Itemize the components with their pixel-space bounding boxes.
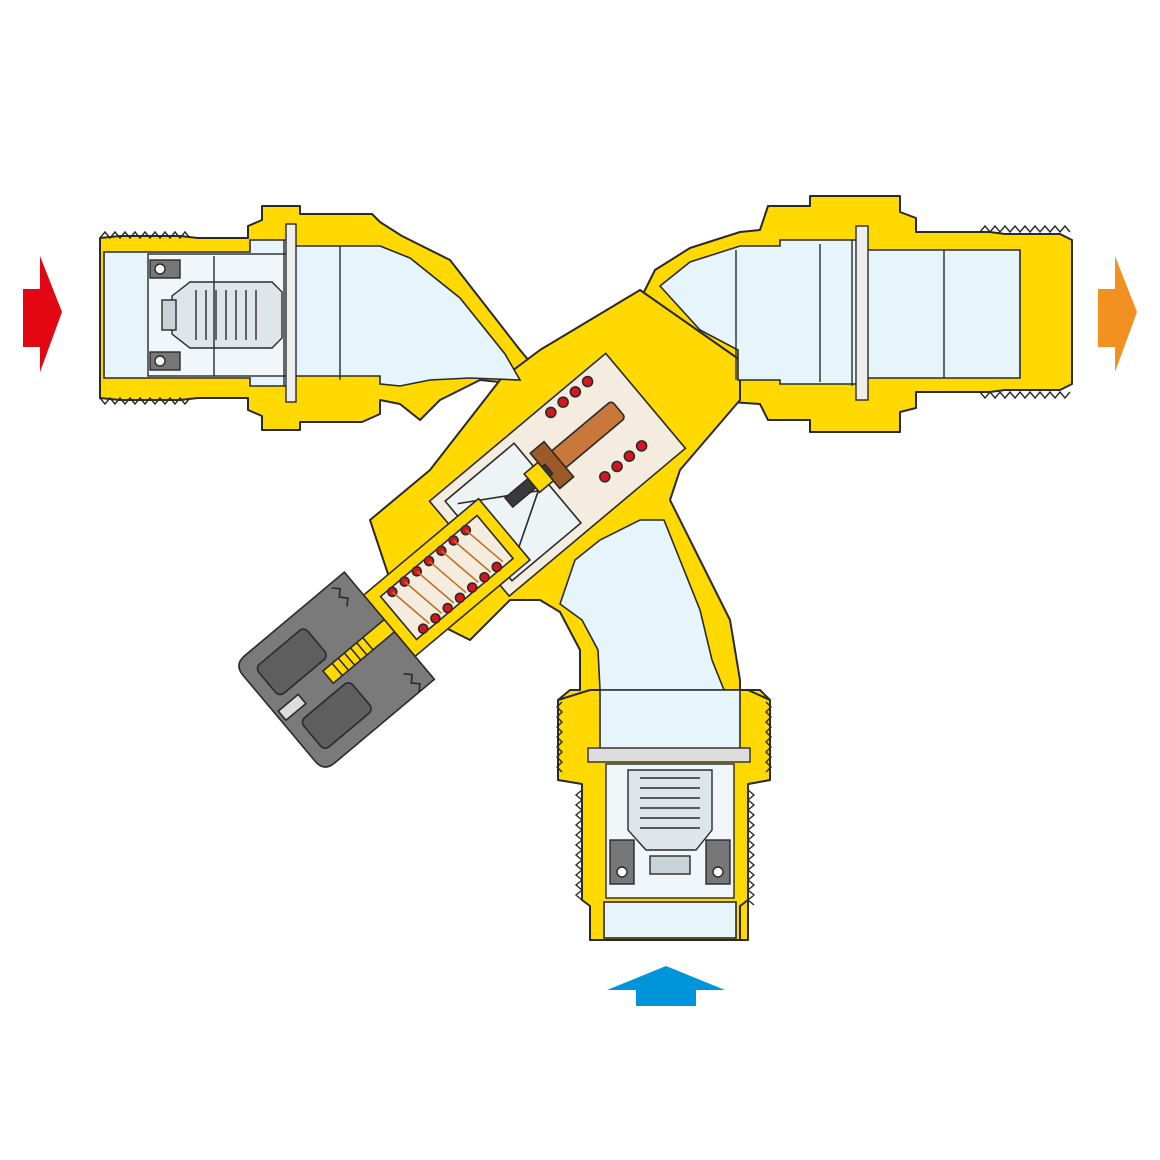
left-check-poppet <box>171 281 283 349</box>
knob-screw-thread <box>331 637 374 677</box>
bottom-check-poppet <box>627 769 713 851</box>
bottom-upper-thread-right <box>765 701 772 773</box>
left-union-gasket <box>285 223 297 403</box>
bottom-check-spring <box>640 777 700 829</box>
cartridge-piston-collar <box>523 461 555 494</box>
left-thread-bottom <box>99 396 191 406</box>
cold-water-channel <box>559 519 726 691</box>
upper-spring-coils <box>545 375 648 483</box>
mixed-outlet-arrow <box>1098 256 1137 372</box>
knob-grip-lower <box>301 682 372 749</box>
right-water-channel <box>658 239 1021 385</box>
knob-thread <box>331 587 421 693</box>
knob-screw <box>321 618 396 685</box>
bottom-check-oring-right <box>712 866 724 878</box>
right-thread-bottom <box>979 390 1071 400</box>
bottom-check-oring-left <box>616 866 628 878</box>
bottom-check-gasket <box>587 747 751 763</box>
left-check-oring-bottom <box>154 355 166 367</box>
bottom-check-stem <box>649 855 691 875</box>
return-spring-wire <box>391 529 504 625</box>
right-thread-top <box>979 224 1071 234</box>
right-union-gasket <box>855 225 869 401</box>
knob-pin <box>277 693 308 722</box>
cold-inlet-arrow <box>607 966 725 1006</box>
left-check-oring-top <box>154 263 166 275</box>
bottom-upper-thread-left <box>556 701 563 773</box>
bottom-thread-right <box>746 789 756 906</box>
left-check-stem <box>161 299 177 331</box>
bottom-outlet-bore <box>603 901 737 939</box>
left-thread-top <box>99 230 191 240</box>
bottom-thread-left <box>574 789 584 901</box>
hot-inlet-arrow <box>23 256 62 372</box>
knob-grip-upper <box>256 628 327 696</box>
left-check-spring <box>195 290 257 340</box>
